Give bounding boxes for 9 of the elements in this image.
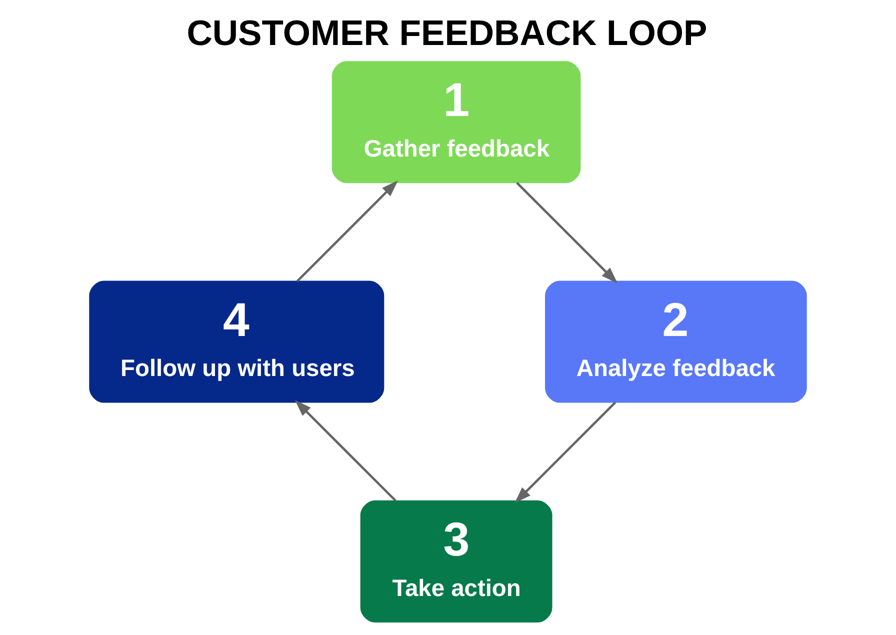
node-box: 1 Gather feedback [332,61,581,184]
arrow [514,402,616,504]
arrow [296,180,398,282]
node-box: 2 Analyze feedback [545,280,807,403]
diagram-title: CUSTOMER FEEDBACK LOOP [186,13,708,54]
arrow [294,400,397,502]
node-box: 4 Follow up with users [89,280,384,403]
node-box: 3 Take action [360,500,552,622]
arrow [516,182,618,284]
